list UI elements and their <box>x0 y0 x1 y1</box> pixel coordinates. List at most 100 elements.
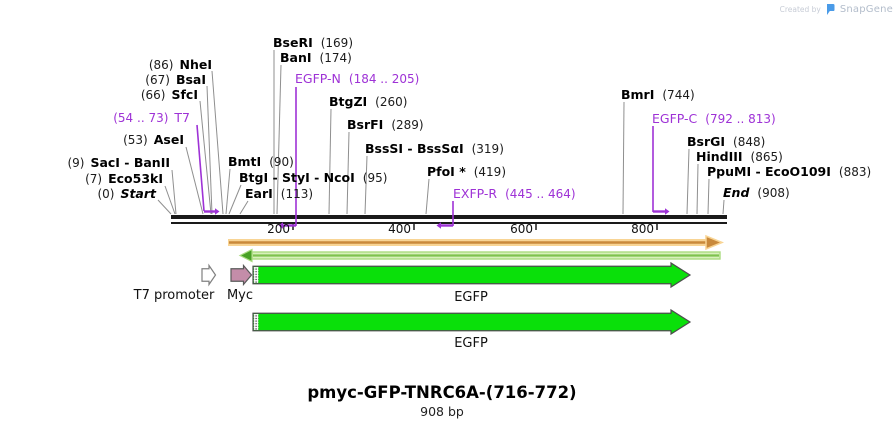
enzyme-site-label: (9) SacI - BanII <box>67 155 170 171</box>
t7-promoter-label: T7 promoter <box>133 288 215 303</box>
title-block: pmyc-GFP-TNRC6A-(716-772) 908 bp <box>0 383 884 419</box>
enzyme-site-label: (67)BsaI <box>145 72 206 88</box>
site-name: BseRI <box>273 35 313 50</box>
site-name: PfoI * <box>427 164 466 179</box>
snapgene-logo-icon <box>826 4 835 15</box>
leader-line <box>364 155 368 215</box>
leader-line <box>228 184 242 215</box>
site-name: EGFP-N <box>295 71 341 86</box>
leader-line <box>199 100 212 215</box>
egfp-2-truncation-hatch <box>253 314 259 330</box>
site-position: (848) <box>733 135 766 149</box>
leader-line <box>164 185 176 215</box>
egfp-1-arrow <box>252 261 692 289</box>
enzyme-site-label: BmtI (90) <box>228 154 294 170</box>
egfp-1-truncation-hatch <box>253 267 259 283</box>
exfp-r-primer-arrowhead <box>436 222 441 229</box>
orf-reverse-arrowhead <box>238 248 253 263</box>
site-name: SacI - BanII <box>90 155 170 170</box>
myc-tag-arrow <box>230 263 253 287</box>
site-name: PpuMI - EcoO109I <box>707 164 831 179</box>
site-position: (289) <box>391 118 424 132</box>
site-name: T7 <box>174 110 190 125</box>
enzyme-site-label: (0)Start <box>97 186 156 202</box>
site-position: (90) <box>269 155 294 169</box>
egfp-1-label: EGFP <box>454 290 488 305</box>
leader-line <box>686 148 690 215</box>
site-position: (792 .. 813) <box>705 112 776 126</box>
site-name: NheI <box>179 57 213 72</box>
site-name: BssSI - BssSαI <box>365 141 464 156</box>
myc-label: Myc <box>226 288 254 303</box>
ruler-tick-label: 400 <box>388 222 411 236</box>
site-position: (169) <box>320 36 354 50</box>
site-position: (883) <box>838 165 872 179</box>
site-name: BanI <box>280 50 312 65</box>
primer-label: EGFP-C(792 .. 813) <box>652 111 776 127</box>
leader-line <box>346 131 350 215</box>
leader-line <box>425 178 430 215</box>
leader-line <box>722 199 725 215</box>
site-position: (54 .. 73) <box>113 111 169 125</box>
enzyme-site-label: BtgI - StyI - NcoI(95) <box>239 170 387 186</box>
egfp-2-arrow <box>252 308 692 336</box>
site-position: (260) <box>375 95 408 109</box>
site-name: AseI <box>153 132 184 147</box>
enzyme-site-label: EarI (113) <box>245 186 314 202</box>
enzyme-site-label: (86)NheI <box>149 57 213 73</box>
enzyme-site-label: (7)Eco53kI <box>85 171 163 187</box>
site-position: (174) <box>319 51 352 65</box>
primer-label: EGFP-N (184 .. 205) <box>295 71 420 87</box>
leader-line <box>707 178 710 215</box>
site-position: (908) <box>757 186 790 200</box>
site-position: (865) <box>750 150 783 164</box>
site-name: EXFP-R <box>453 186 498 201</box>
ruler-bottom-line <box>171 222 727 224</box>
leader-line <box>206 85 213 215</box>
egfp-n-primer-arrowhead <box>278 222 283 229</box>
site-name: End <box>723 185 750 200</box>
leader-line <box>696 163 699 215</box>
leader-line <box>225 168 231 215</box>
enzyme-site-label: BtgZI(260) <box>329 94 408 110</box>
site-name: Eco53kI <box>108 171 163 186</box>
site-position: (744) <box>662 88 695 102</box>
site-name: EarI <box>245 186 273 201</box>
site-name: BmrI <box>621 87 655 102</box>
site-position: (67) <box>145 73 170 87</box>
enzyme-site-label: PfoI *(419) <box>427 164 506 180</box>
site-name: HindIII <box>696 149 743 164</box>
enzyme-site-label: PpuMI - EcoO109I (883) <box>707 164 872 180</box>
enzyme-site-label: BseRI (169) <box>273 35 354 51</box>
site-position: (53) <box>123 133 148 147</box>
primer-label: (54 .. 73) T7 <box>113 110 190 126</box>
enzyme-site-label: BssSI - BssSαI (319) <box>365 141 504 157</box>
site-name: BtgI - StyI - NcoI <box>239 170 355 185</box>
watermark: Created by SnapGene <box>780 3 893 16</box>
enzyme-site-label: BsrGI(848) <box>687 134 766 150</box>
site-position: (319) <box>471 142 504 156</box>
site-position: (113) <box>280 187 314 201</box>
watermark-brand: SnapGene <box>839 4 893 15</box>
enzyme-site-label: End (908) <box>723 185 790 201</box>
leader-line <box>328 108 332 215</box>
site-position: (445 .. 464) <box>505 187 576 201</box>
ruler-tick-label: 600 <box>510 222 533 236</box>
site-position: (9) <box>67 156 85 170</box>
t7-primer-connector <box>196 124 205 212</box>
leader-line <box>171 169 177 215</box>
leader-line <box>276 64 282 215</box>
site-position: (66) <box>140 88 166 102</box>
map-title: pmyc-GFP-TNRC6A-(716-772) <box>307 383 577 402</box>
orf-forward-arrowhead <box>705 234 724 251</box>
enzyme-site-label: BmrI (744) <box>621 87 695 103</box>
site-position: (184 .. 205) <box>348 72 420 86</box>
ruler-top-line <box>171 215 727 219</box>
enzyme-site-label: BanI (174) <box>280 50 352 66</box>
site-name: BmtI <box>228 154 262 169</box>
enzyme-site-label: (66) SfcI <box>140 87 198 103</box>
site-name: SfcI <box>171 87 198 102</box>
t7-primer-arrowhead <box>215 208 220 215</box>
site-name: Start <box>120 186 156 201</box>
